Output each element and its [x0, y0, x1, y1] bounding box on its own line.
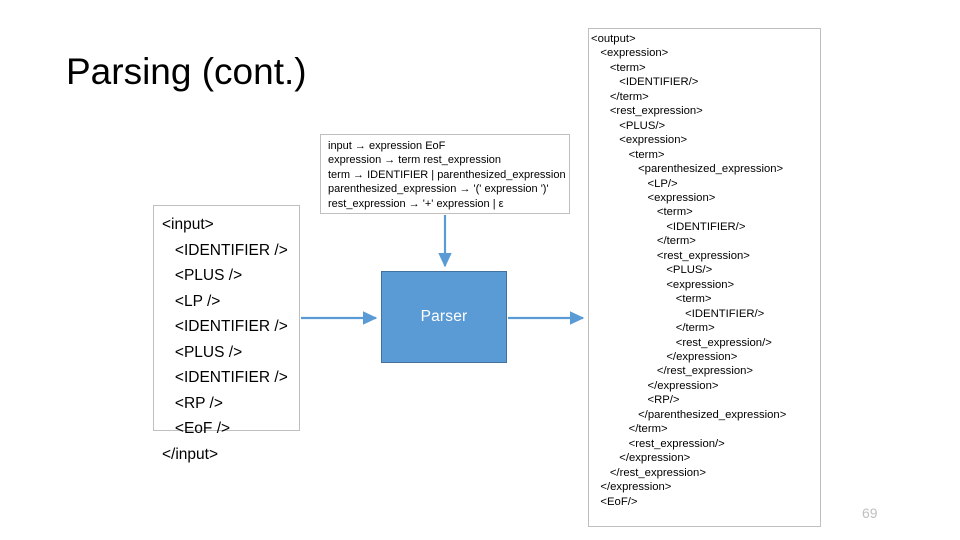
output-line: </term>	[591, 423, 668, 436]
input-line: <PLUS />	[162, 343, 243, 361]
output-line: </term>	[591, 322, 715, 335]
output-line: <expression>	[591, 191, 716, 204]
output-line: <rest_expression>	[591, 105, 703, 118]
output-line: <IDENTIFIER/>	[591, 220, 746, 233]
input-line: <input>	[162, 216, 214, 233]
output-line: <rest_expression/>	[591, 336, 772, 349]
output-line: </parenthesized_expression>	[591, 408, 787, 421]
output-line: <rest_expression>	[591, 249, 750, 262]
output-line: </expression>	[591, 481, 672, 494]
input-line: <IDENTIFIER />	[162, 318, 288, 335]
output-line: <RP/>	[591, 394, 680, 407]
parser-process-block: Parser	[381, 271, 507, 363]
output-line: <IDENTIFIER/>	[591, 307, 765, 320]
input-line: <RP />	[162, 394, 223, 412]
output-line: <output>	[591, 33, 636, 45]
output-line: <term>	[591, 206, 693, 219]
input-line: <PLUS />	[162, 267, 243, 284]
output-line: <term>	[591, 61, 646, 74]
input-token-stream-box: <input> <IDENTIFIER /> <PLUS /> <LP /> <…	[153, 205, 300, 463]
output-line: <term>	[591, 293, 712, 306]
grammar-rule-line: expression → term rest_expression	[328, 154, 502, 167]
output-line: </expression>	[591, 350, 738, 363]
output-line: <rest_expression/>	[591, 437, 725, 450]
output-line: <expression>	[591, 134, 688, 147]
output-line: <parenthesized_expression>	[591, 163, 784, 176]
output-line: </expression>	[591, 452, 691, 465]
grammar-rules-box: input → expression EoF expression → term…	[320, 134, 570, 214]
output-line: <EoF/>	[591, 495, 638, 508]
grammar-rule-line: rest_expression → '+' expression | ε	[328, 197, 504, 210]
output-line: <expression>	[591, 278, 735, 291]
page-number: 69	[862, 505, 878, 521]
output-line: </rest_expression>	[591, 365, 753, 378]
output-line: <IDENTIFIER/>	[591, 76, 699, 89]
output-line: </term>	[591, 90, 649, 103]
output-line: </term>	[591, 235, 696, 248]
input-line: <LP />	[162, 292, 221, 310]
output-line: </rest_expression>	[591, 466, 706, 479]
output-line: <term>	[591, 148, 665, 161]
output-line: </expression>	[591, 379, 719, 392]
grammar-rule-line: term → IDENTIFIER | parenthesized_expres…	[328, 168, 566, 181]
page-title: Parsing (cont.)	[66, 51, 307, 92]
grammar-rule-line: parenthesized_expression → '(' expressio…	[328, 183, 549, 196]
parser-label: Parser	[420, 308, 468, 325]
input-line: </input>	[162, 445, 219, 463]
input-line: <IDENTIFIER />	[162, 369, 288, 386]
output-line: <PLUS/>	[591, 119, 666, 132]
output-parse-tree-box: <output> <expression> <term> <IDENTIFIER…	[588, 28, 821, 527]
grammar-rule-line: input → expression EoF	[328, 140, 446, 152]
output-line: <expression>	[591, 47, 669, 60]
output-line: <PLUS/>	[591, 264, 713, 277]
output-line: <LP/>	[591, 177, 678, 190]
input-line: <IDENTIFIER />	[162, 241, 288, 259]
input-line: <EoF />	[162, 420, 231, 437]
